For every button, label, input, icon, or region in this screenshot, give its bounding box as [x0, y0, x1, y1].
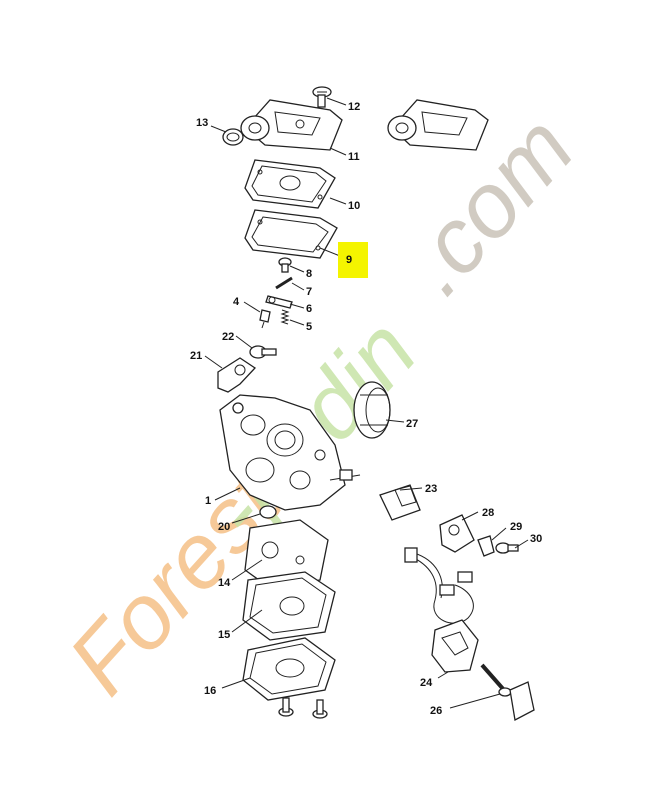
part-5-spring — [280, 309, 290, 325]
label-24: 24 — [420, 677, 433, 689]
part-11-pump-cover — [240, 99, 343, 151]
part-8-screw — [278, 257, 292, 273]
part-1-carburetor-body — [219, 394, 361, 511]
label-4: 4 — [233, 296, 240, 308]
label-29: 29 — [510, 521, 522, 533]
part-6-lever — [265, 295, 293, 309]
label-7: 7 — [306, 286, 312, 298]
part-21-choke-lever — [217, 357, 256, 393]
label-10: 10 — [348, 200, 360, 212]
part-13-o-ring — [222, 128, 244, 146]
label-27: 27 — [406, 418, 418, 430]
label-23: 23 — [425, 483, 437, 495]
part-26-bolt — [480, 663, 535, 721]
label-13: 13 — [196, 117, 208, 129]
part-27-drum — [353, 381, 391, 439]
leader-lines — [204, 97, 529, 709]
label-9: 9 — [346, 254, 352, 266]
part-28-adjuster — [439, 514, 475, 553]
part-23-sleeve — [379, 484, 421, 521]
label-8: 8 — [306, 268, 312, 280]
label-26: 26 — [430, 705, 442, 717]
label-12: 12 — [348, 101, 360, 113]
part-14-diaphragm — [244, 519, 329, 589]
label-28: 28 — [482, 507, 494, 519]
part-29-clip — [477, 535, 495, 557]
part-9-highlight — [338, 242, 368, 278]
part-10-diaphragm — [244, 159, 336, 209]
part-24-switch — [431, 619, 479, 673]
part-11-cover-alt — [387, 99, 489, 151]
part-4-needle — [259, 309, 271, 329]
wire-harness — [404, 547, 474, 624]
label-20: 20 — [218, 521, 230, 533]
part-12-screw — [312, 86, 332, 108]
label-1: 1 — [205, 495, 211, 507]
part-16-cover — [242, 637, 336, 701]
label-22: 22 — [222, 331, 234, 343]
label-11: 11 — [348, 151, 360, 163]
label-21: 21 — [190, 350, 202, 362]
part-20-filter — [259, 505, 277, 519]
part-30-screw — [495, 542, 519, 554]
bottom-screws — [278, 697, 328, 719]
part-7-pin — [275, 276, 293, 290]
part-labels: 12 13 11 10 9 8 7 6 4 5 22 21 27 1 23 20… — [190, 101, 542, 717]
label-14: 14 — [218, 577, 231, 589]
label-30: 30 — [530, 533, 542, 545]
part-15-gasket — [242, 571, 336, 641]
label-16: 16 — [204, 685, 216, 697]
part-22-screw — [249, 345, 277, 359]
part-9-gasket — [244, 209, 338, 259]
label-6: 6 — [306, 303, 312, 315]
label-5: 5 — [306, 321, 312, 333]
label-15: 15 — [218, 629, 230, 641]
